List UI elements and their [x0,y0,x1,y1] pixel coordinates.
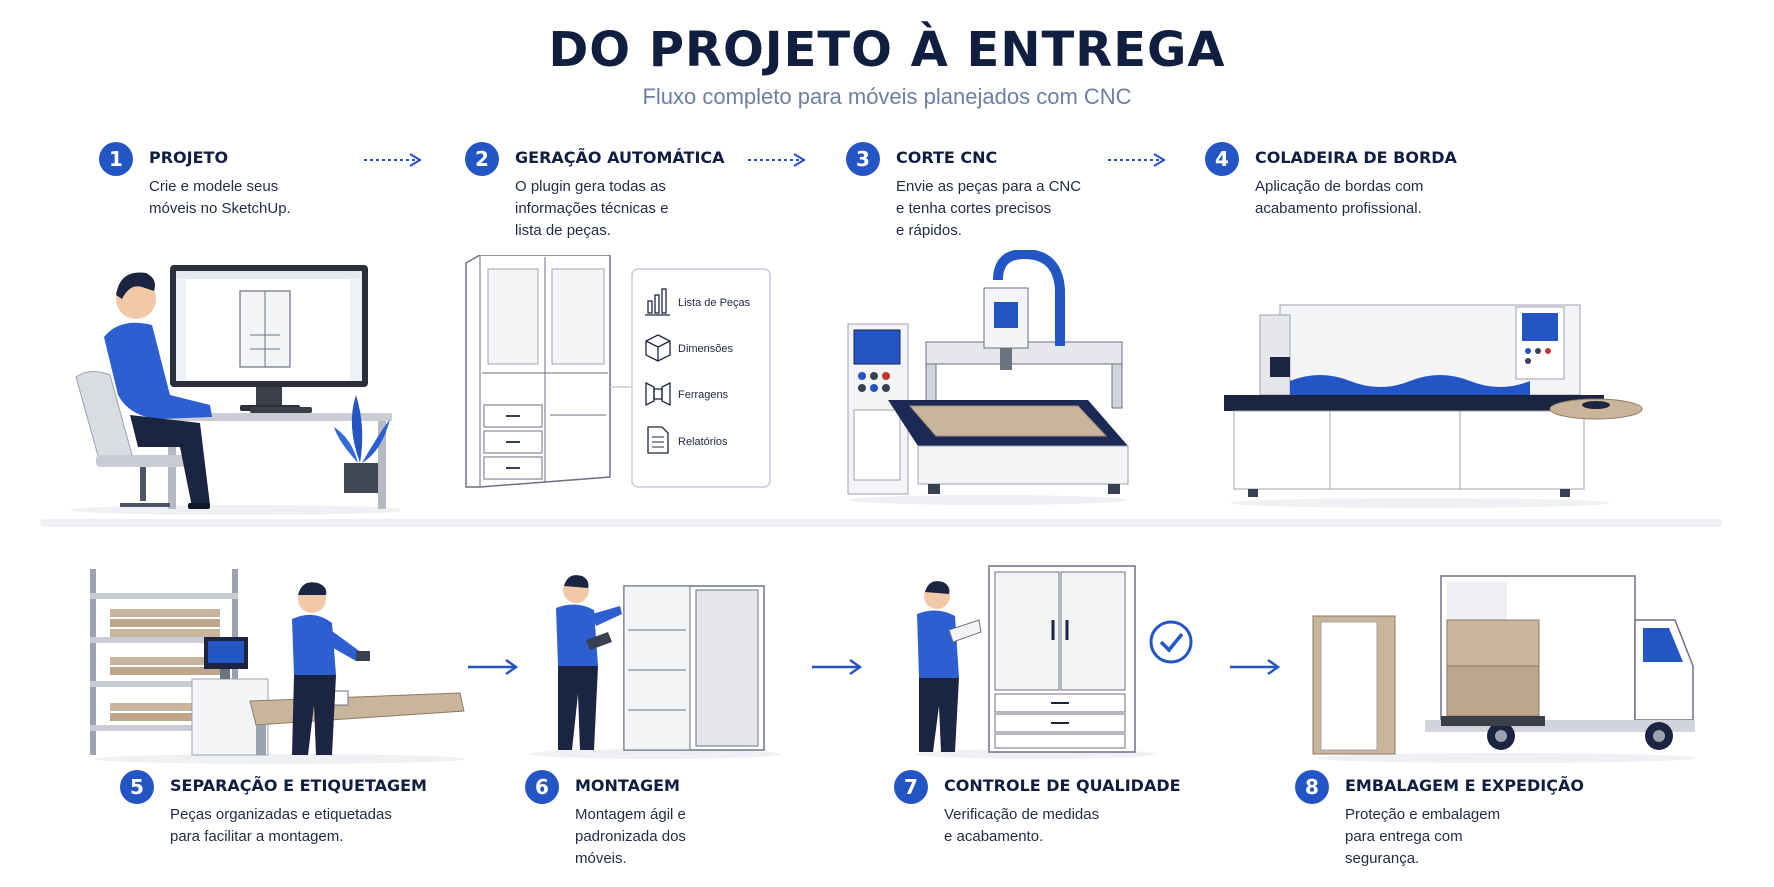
designer-at-computer-illustration [70,265,400,515]
step-title: PROJETO [149,148,229,167]
separation-labeling-illustration [90,569,465,764]
cabinet-and-plugin-panel-illustration: Lista de Peças Dimensões Ferragens Relat… [465,255,771,488]
hinge-icon [645,381,671,407]
step-number-badge: 2 [465,142,499,176]
assembly-illustration [530,575,780,759]
page-subtitle: Fluxo completo para móveis planejados co… [642,84,1132,109]
step-title: SEPARAÇÃO E ETIQUETAGEM [170,776,427,795]
panel-item-label: Lista de Peças [678,297,751,309]
step-title: CONTROLE DE QUALIDADE [944,776,1181,795]
step-title: MONTAGEM [575,776,680,795]
step-description: Envie as peças para a CNC e tenha cortes… [896,178,1082,239]
step-number-badge: 5 [120,770,154,804]
step-description: Peças organizadas e etiquetadas para fac… [170,806,392,845]
panel-item-label: Relatórios [678,436,728,448]
step-number-badge: 3 [846,142,880,176]
step-title: COLADEIRA DE BORDA [1255,148,1457,167]
flow-arrow-icon [1230,658,1281,676]
step-description: Aplicação de bordas com acabamento profi… [1255,178,1424,217]
panel-item-label: Dimensões [678,343,734,355]
step-description: Verificação de medidas e acabamento. [944,806,1100,845]
step-title: CORTE CNC [896,148,998,167]
edge-banding-machine-illustration [1224,304,1643,508]
flow-arrow-icon [748,153,806,167]
check-circle-icon [1149,620,1193,664]
step-title: GERAÇÃO AUTOMÁTICA [515,148,725,167]
step-description: Montagem ágil e padronizada dos móveis. [575,806,686,867]
step-number-badge: 4 [1205,142,1239,176]
quality-control-illustration [915,565,1193,759]
flow-arrow-icon [468,658,519,676]
flow-arrow-icon [1108,153,1166,167]
bar-chart-icon [645,288,670,316]
section-divider [40,519,1722,527]
step-number-badge: 7 [894,770,928,804]
panel-item-label: Ferragens [678,389,729,401]
step-description: O plugin gera todas as informações técni… [515,178,669,239]
step-description: Proteção e embalagem para entrega com se… [1345,806,1501,867]
cnc-machine-illustration [847,250,1129,505]
packaging-shipping-illustration [1312,575,1695,763]
flow-arrow-icon [364,153,422,167]
step-number-badge: 1 [99,142,133,176]
step-number-badge: 8 [1295,770,1329,804]
step-number-badge: 6 [525,770,559,804]
step-description: Crie e modele seus móveis no SketchUp. [149,178,291,217]
page-title: DO PROJETO À ENTREGA [548,22,1226,78]
flow-arrow-icon [812,658,863,676]
report-icon [647,426,669,454]
step-title: EMBALAGEM E EXPEDIÇÃO [1345,776,1584,795]
cube-icon [645,334,671,362]
